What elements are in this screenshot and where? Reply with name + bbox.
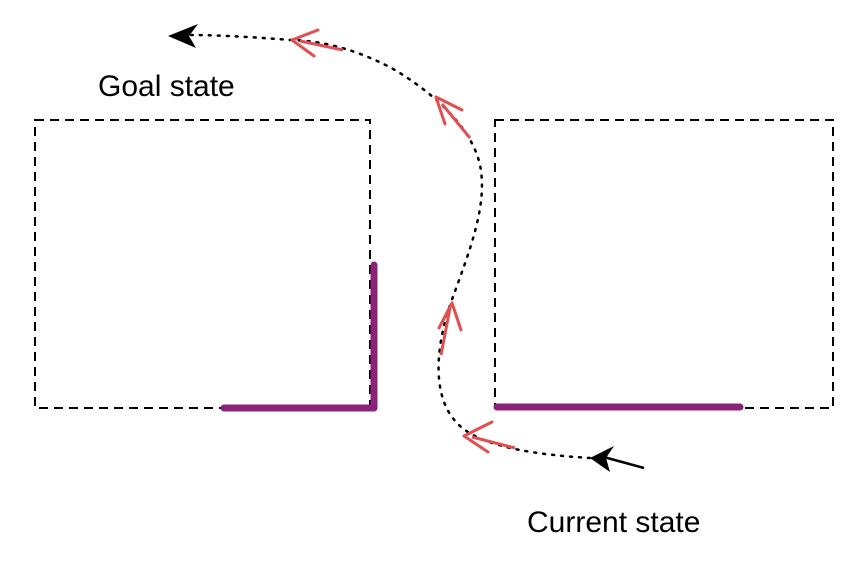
red-arrow-1-icon xyxy=(462,420,516,454)
current-state-label: Current state xyxy=(527,506,701,539)
red-arrow-4-icon xyxy=(290,28,344,58)
goal-wall-corner xyxy=(220,261,378,412)
goal-state-label: Goal state xyxy=(98,70,235,103)
start-arrow-icon xyxy=(590,446,645,472)
red-arrow-2-icon xyxy=(437,301,463,356)
trajectory-path xyxy=(183,33,592,460)
goal-region-box xyxy=(34,119,371,409)
goal-arrow-icon xyxy=(168,24,198,48)
current-region-box xyxy=(494,119,834,409)
red-arrow-3-icon xyxy=(434,95,472,139)
